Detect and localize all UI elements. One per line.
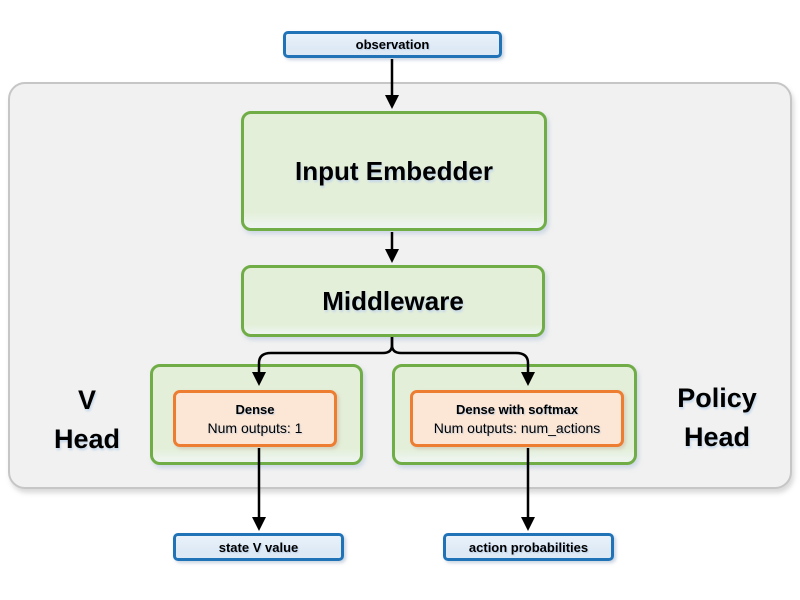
policy-head-label-line2: Head	[683, 422, 751, 452]
v-head-label-line2: Head	[53, 424, 121, 454]
observation-label: observation	[355, 37, 430, 52]
observation-node: observation	[283, 31, 502, 58]
policy-head-label-line1: Policy	[677, 383, 757, 413]
input-embedder-node: Input Embedder	[241, 111, 547, 231]
middleware-node: Middleware	[241, 265, 545, 337]
v-head-label: V Head	[27, 381, 147, 459]
v-head-label-line1: V	[77, 385, 96, 415]
action-probabilities-label: action probabilities	[468, 539, 589, 555]
dense-softmax-subtitle: Num outputs: num_actions	[433, 419, 601, 436]
dense-title: Dense	[235, 401, 275, 417]
state-v-value-label: state V value	[218, 539, 299, 555]
dense-softmax-node: Dense with softmax Num outputs: num_acti…	[410, 390, 624, 447]
input-embedder-label: Input Embedder	[295, 155, 493, 186]
policy-head-label: Policy Head	[657, 379, 777, 457]
action-probabilities-node: action probabilities	[443, 533, 614, 561]
dense-node: Dense Num outputs: 1	[173, 390, 337, 447]
dense-softmax-title: Dense with softmax	[455, 401, 579, 417]
middleware-label: Middleware	[322, 285, 464, 316]
dense-subtitle: Num outputs: 1	[207, 419, 303, 436]
state-v-value-node: state V value	[173, 533, 344, 561]
